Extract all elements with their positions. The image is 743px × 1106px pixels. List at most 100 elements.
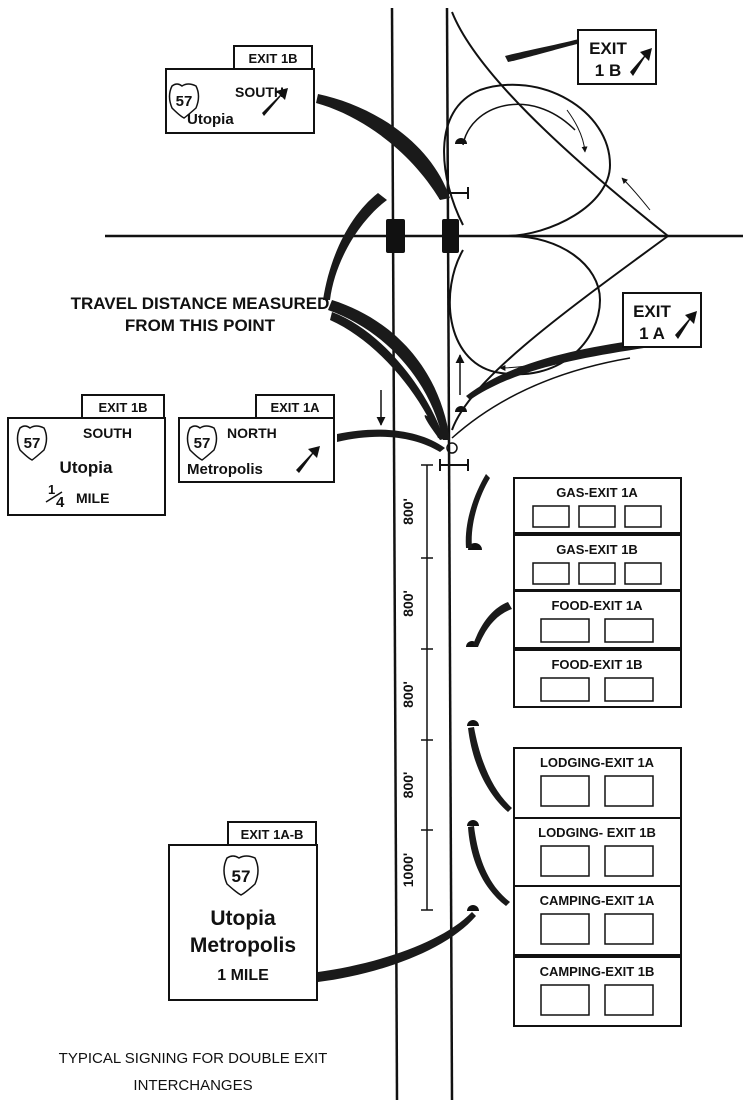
service-panel-label: LODGING-EXIT 1A [540, 755, 655, 770]
freeway-left-edge [390, 7, 399, 1101]
callout-line2: FROM THIS POINT [125, 316, 276, 335]
business-logo-box [604, 913, 654, 945]
gore-1b-body [577, 29, 657, 85]
business-logo-box [604, 677, 654, 702]
advance-1b-tab-text: EXIT 1B [98, 400, 147, 415]
route-shield-icon [168, 83, 200, 119]
gore-1b-line2: 1 B [595, 61, 621, 80]
distance-label: 800' [400, 772, 416, 799]
service-panel-label: CAMPING-EXIT 1B [540, 964, 655, 979]
direction-text: NORTH [227, 425, 277, 441]
city1-text: Utopia [210, 907, 276, 930]
business-logo-box [604, 775, 654, 807]
figure-caption: TYPICAL SIGNING FOR DOUBLE EXIT INTERCHA… [59, 1050, 328, 1094]
distance-unit: MILE [76, 490, 109, 506]
business-logo-box [624, 562, 662, 585]
sign-exit-1ab-advance: EXIT 1A-B 57 Utopia Metropolis 1 MILE [168, 821, 318, 1001]
city-text: Metropolis [187, 461, 263, 478]
sign-exit-1b-tab-text: EXIT 1B [248, 51, 297, 66]
callout-line1: TRAVEL DISTANCE MEASURED [71, 294, 330, 313]
sign-gore-exit-1b: EXIT 1 B [577, 29, 657, 85]
city-text: Utopia [60, 458, 113, 477]
route-number: 57 [194, 435, 211, 452]
sign-exit-1a-overhead: EXIT 1A 57 NORTH Metropolis [178, 394, 335, 483]
advance-1b-body [7, 417, 166, 516]
business-logo-box [578, 562, 616, 585]
business-logo-box [604, 984, 654, 1016]
loop-direction-arrow-1 [566, 109, 588, 153]
diagonal-arrow-icon [675, 311, 697, 339]
loop-direction-arrow-2 [621, 177, 651, 211]
direction-text: SOUTH [235, 84, 284, 100]
distance-scale: 800' 800' 800' 800' 1000' [400, 464, 433, 911]
business-logo-box [578, 505, 616, 528]
business-logo-box [540, 618, 590, 643]
route-number: 57 [176, 93, 193, 110]
business-logo-box [540, 775, 590, 807]
freeway-right-edge [445, 7, 454, 1101]
business-logo-box [604, 845, 654, 877]
service-sign: LODGING-EXIT 1A LODGING- EXIT 1B [513, 747, 682, 889]
service-panel-label: LODGING- EXIT 1B [538, 825, 656, 840]
bridge-pier-left [386, 219, 405, 253]
distance-label: 800' [400, 681, 416, 708]
service-panel-label: CAMPING-EXIT 1A [540, 893, 655, 908]
sign-exit-1b-body [165, 68, 315, 134]
service-panel-label: GAS-EXIT 1A [556, 485, 638, 500]
gore-1a-body [622, 292, 702, 348]
service-panel-label: GAS-EXIT 1B [556, 542, 638, 557]
sign-gore-exit-1a: EXIT 1 A [622, 292, 702, 348]
callout-arrows [316, 34, 670, 982]
distance-numerator: 1 [48, 482, 55, 497]
loop-ramp-1b [443, 83, 612, 237]
route-shield-icon [186, 425, 218, 461]
ramp-1b-exit [451, 11, 669, 237]
city-text: Utopia [187, 111, 234, 128]
route-number: 57 [232, 867, 251, 886]
advance-1ab-body [168, 844, 318, 1001]
measurement-point [446, 442, 458, 454]
diagonal-arrow-icon [262, 88, 288, 116]
service-signs: GAS-EXIT 1A GAS-EXIT 1B FOOD-EXIT 1AFOOD-E… [513, 477, 682, 1027]
gore-1b-line1: EXIT [589, 39, 627, 58]
business-logo-box [540, 984, 590, 1016]
business-logo-box [624, 505, 662, 528]
caption-line1: TYPICAL SIGNING FOR DOUBLE EXIT [59, 1050, 328, 1067]
travel-distance-callout: TRAVEL DISTANCE MEASURED FROM THIS POINT [71, 294, 330, 335]
route-shield-icon [223, 855, 259, 896]
diagonal-arrow-icon [630, 48, 652, 76]
bridge-pier-right [442, 219, 459, 253]
business-logo-box [540, 677, 590, 702]
distance-text: 1 MILE [217, 967, 269, 984]
ramp-1a-offramp [451, 357, 631, 439]
distance-label: 1000' [400, 853, 416, 887]
gore-1a-line1: EXIT [633, 302, 671, 321]
distance-label: 800' [400, 590, 416, 617]
sign-exit-1a-tab-text: EXIT 1A [270, 400, 320, 415]
service-panel-label: FOOD-EXIT 1B [551, 657, 642, 672]
business-logo-box [604, 618, 654, 643]
diagonal-arrow-icon [296, 446, 320, 473]
gore-1a-line2: 1 A [639, 324, 665, 343]
sign-exit-1a-body [178, 417, 335, 483]
sign-exit-1b-overhead: EXIT 1B 57 SOUTH Utopia [165, 45, 315, 134]
distance-label: 800' [400, 498, 416, 525]
route-shield-icon [16, 425, 48, 461]
service-sign: CAMPING-EXIT 1A CAMPING-EXIT 1B [513, 885, 682, 1027]
distance-denominator: 4 [56, 494, 65, 511]
route-number: 57 [24, 435, 41, 452]
business-logo-box [532, 505, 570, 528]
service-sign: GAS-EXIT 1A GAS-EXIT 1B [513, 477, 682, 591]
advance-1ab-tab-text: EXIT 1A-B [241, 827, 304, 842]
sign-exit-1b-advance: EXIT 1B 57 SOUTH Utopia 1 4 MILE [7, 394, 166, 516]
business-logo-box [540, 913, 590, 945]
business-logo-box [540, 845, 590, 877]
direction-text: SOUTH [83, 425, 132, 441]
business-logo-box [532, 562, 570, 585]
caption-line2: INTERCHANGES [133, 1077, 252, 1094]
loop-inner-upper [462, 103, 576, 146]
overhead-sign-bridge-bottom [439, 459, 469, 471]
fraction-bar [45, 491, 63, 503]
